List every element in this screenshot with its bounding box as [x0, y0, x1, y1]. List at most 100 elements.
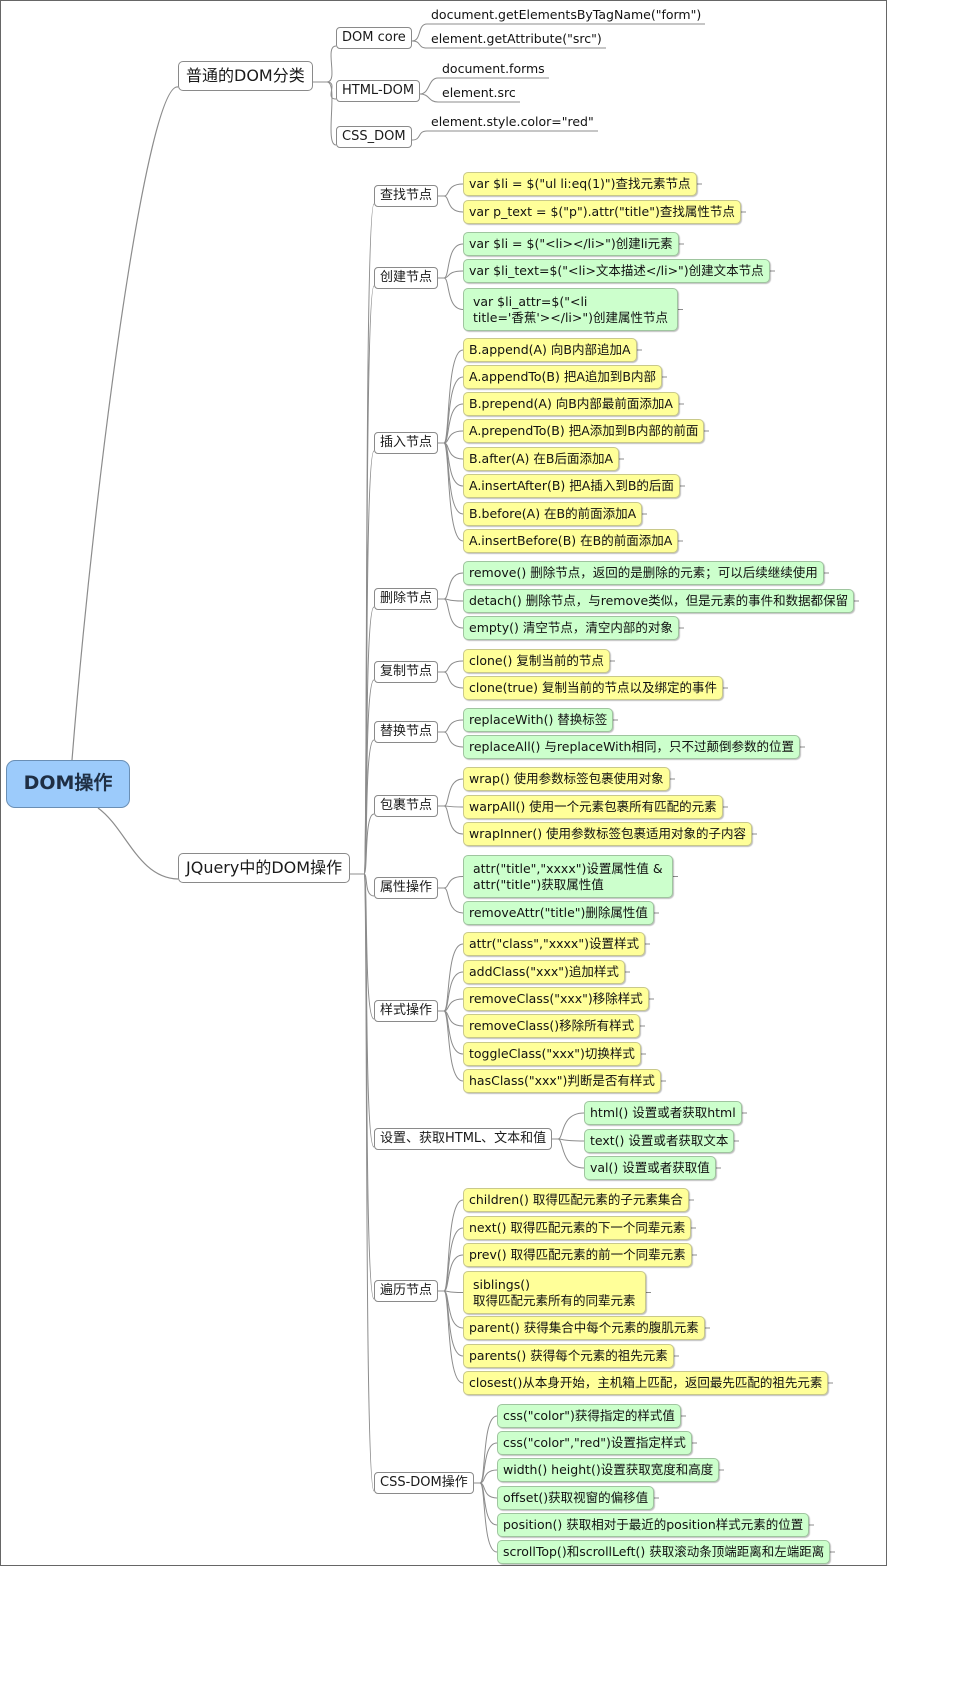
connector — [443, 876, 464, 889]
dom-group-2: CSS_DOM — [336, 126, 412, 149]
jquery-item: parent() 获得集合中每个元素的腹肌元素 — [463, 1316, 705, 1340]
connector — [443, 778, 464, 807]
jquery-item: offset()获取视窗的偏移值 — [497, 1486, 655, 1510]
jquery-item: removeClass("xxx")移除样式 — [463, 987, 649, 1011]
jquery-item: B.append(A) 向B内部追加A — [463, 338, 637, 362]
branch-jquery: JQuery中的DOM操作 — [178, 853, 351, 883]
connector — [363, 873, 375, 897]
dom-item: element.getAttribute("src") — [431, 31, 602, 46]
jquery-item: var p_text = $("p").attr("title")查找属性节点 — [463, 200, 741, 224]
connector — [71, 86, 179, 761]
connector — [557, 1112, 585, 1140]
jquery-group-8: 样式操作 — [374, 1000, 439, 1023]
connector — [419, 77, 439, 95]
jquery-item: prev() 取得匹配元素的前一个同辈元素 — [463, 1243, 692, 1267]
connector — [479, 1469, 498, 1484]
jquery-item: wrapInner() 使用参数标签包裹适用对象的子内容 — [463, 822, 753, 846]
connector — [479, 1442, 498, 1484]
connector — [557, 1138, 585, 1142]
jquery-item: closest()从本身开始，主机箱上匹配，返回最先匹配的祖先元素 — [463, 1371, 829, 1395]
connector — [443, 805, 464, 835]
jquery-item: wrap() 使用参数标签包裹使用对象 — [463, 767, 670, 791]
jquery-item: replaceAll() 与replaceWith相同，只不过颠倒参数的位置 — [463, 735, 800, 759]
connector — [363, 873, 375, 1492]
jquery-item: replaceWith() 替换标签 — [463, 708, 614, 732]
jquery-group-9: 设置、获取HTML、文本和值 — [374, 1128, 553, 1151]
jquery-item: css("color")获得指定的样式值 — [497, 1404, 681, 1428]
jquery-group-4: 复制节点 — [374, 661, 439, 684]
jquery-item: html() 设置或者获取html — [584, 1101, 742, 1125]
jquery-item: var $li_text=$("<li>文本描述</li>")创建文本节点 — [463, 259, 770, 283]
jquery-item: remove() 删除节点，返回的是删除的元素；可以后续继续使用 — [463, 561, 824, 585]
dom-item: document.getElementsByTagName("form") — [431, 7, 702, 22]
dom-group-1: HTML-DOM — [336, 80, 421, 103]
connector-lines — [71, 23, 859, 1553]
connector — [443, 349, 464, 444]
connector — [443, 270, 464, 279]
connector — [443, 1010, 464, 1082]
jquery-item: attr("title","xxxx")设置属性值 &attr("title")… — [463, 855, 673, 899]
connector — [363, 813, 375, 875]
connector — [443, 572, 464, 600]
connector — [443, 183, 464, 197]
connector — [443, 971, 464, 1012]
jquery-item: siblings()取得匹配元素所有的同辈元素 — [463, 1271, 646, 1315]
connector — [443, 805, 464, 808]
connector — [363, 450, 375, 875]
jquery-item: parents() 获得每个元素的祖先元素 — [463, 1344, 674, 1368]
connector — [443, 243, 464, 279]
jquery-item: attr("class","xxxx")设置样式 — [463, 932, 645, 956]
jquery-item: hasClass("xxx")判断是否有样式 — [463, 1069, 661, 1093]
jquery-group-11: CSS-DOM操作 — [374, 1472, 474, 1495]
jquery-group-5: 替换节点 — [374, 721, 439, 744]
connector — [443, 719, 464, 733]
dom-item: document.forms — [442, 61, 545, 76]
jquery-item: A.prependTo(B) 把A添加到B内部的前面 — [463, 419, 705, 443]
jquery-item: A.insertAfter(B) 把A插入到B的后面 — [463, 474, 680, 498]
jquery-item: val() 设置或者获取值 — [584, 1156, 716, 1180]
connector — [443, 731, 464, 748]
connector — [443, 277, 464, 310]
connector — [443, 403, 464, 444]
jquery-item: B.before(A) 在B的前面添加A — [463, 502, 643, 526]
connector — [443, 598, 464, 602]
connector — [443, 1227, 464, 1292]
connector — [326, 45, 337, 83]
jquery-item: addClass("xxx")追加样式 — [463, 960, 625, 984]
connector — [411, 130, 428, 141]
jquery-item: B.prepend(A) 向B内部最前面添加A — [463, 392, 679, 416]
dom-item: element.src — [442, 85, 516, 100]
connector — [443, 1199, 464, 1292]
connector — [443, 1290, 464, 1293]
jquery-item: css("color","red")设置指定样式 — [497, 1431, 692, 1455]
connector — [443, 442, 464, 542]
jquery-item: A.appendTo(B) 把A追加到B内部 — [463, 365, 662, 389]
connector — [443, 660, 464, 673]
jquery-group-6: 包裹节点 — [374, 795, 439, 818]
branch-dom-category: 普通的DOM分类 — [178, 61, 313, 91]
jquery-item: detach() 删除节点，与remove类似，但是元素的事件和数据都保留 — [463, 589, 855, 613]
root-node: DOM操作 — [6, 760, 130, 808]
connector — [479, 1482, 498, 1553]
jquery-group-2: 插入节点 — [374, 432, 439, 455]
jquery-group-3: 删除节点 — [374, 588, 439, 611]
jquery-item: var $li = $("<li></li>")创建li元素 — [463, 232, 679, 256]
connector — [557, 1138, 585, 1169]
connector — [443, 887, 464, 914]
jquery-item: width() height()设置获取宽度和高度 — [497, 1458, 720, 1482]
jquery-item: clone(true) 复制当前的节点以及绑定的事件 — [463, 676, 723, 700]
jquery-group-10: 遍历节点 — [374, 1280, 439, 1303]
jquery-item: var $li = $("ul li:eq(1)")查找元素节点 — [463, 172, 697, 196]
jquery-item: clone() 复制当前的节点 — [463, 649, 610, 673]
jquery-item: scrollTop()和scrollLeft() 获取滚动条顶端距离和左端距离 — [497, 1540, 831, 1564]
connector — [443, 195, 464, 213]
jquery-item: warpAll() 使用一个元素包裹所有匹配的元素 — [463, 795, 723, 819]
jquery-item: children() 取得匹配元素的子元素集合 — [463, 1188, 689, 1212]
connector — [443, 430, 464, 444]
connector — [326, 81, 337, 146]
connector — [443, 671, 464, 689]
jquery-item: empty() 清空节点，清空内部的对象 — [463, 616, 679, 640]
jquery-item: removeClass()移除所有样式 — [463, 1014, 641, 1038]
jquery-item: next() 取得匹配元素的下一个同辈元素 — [463, 1216, 692, 1240]
